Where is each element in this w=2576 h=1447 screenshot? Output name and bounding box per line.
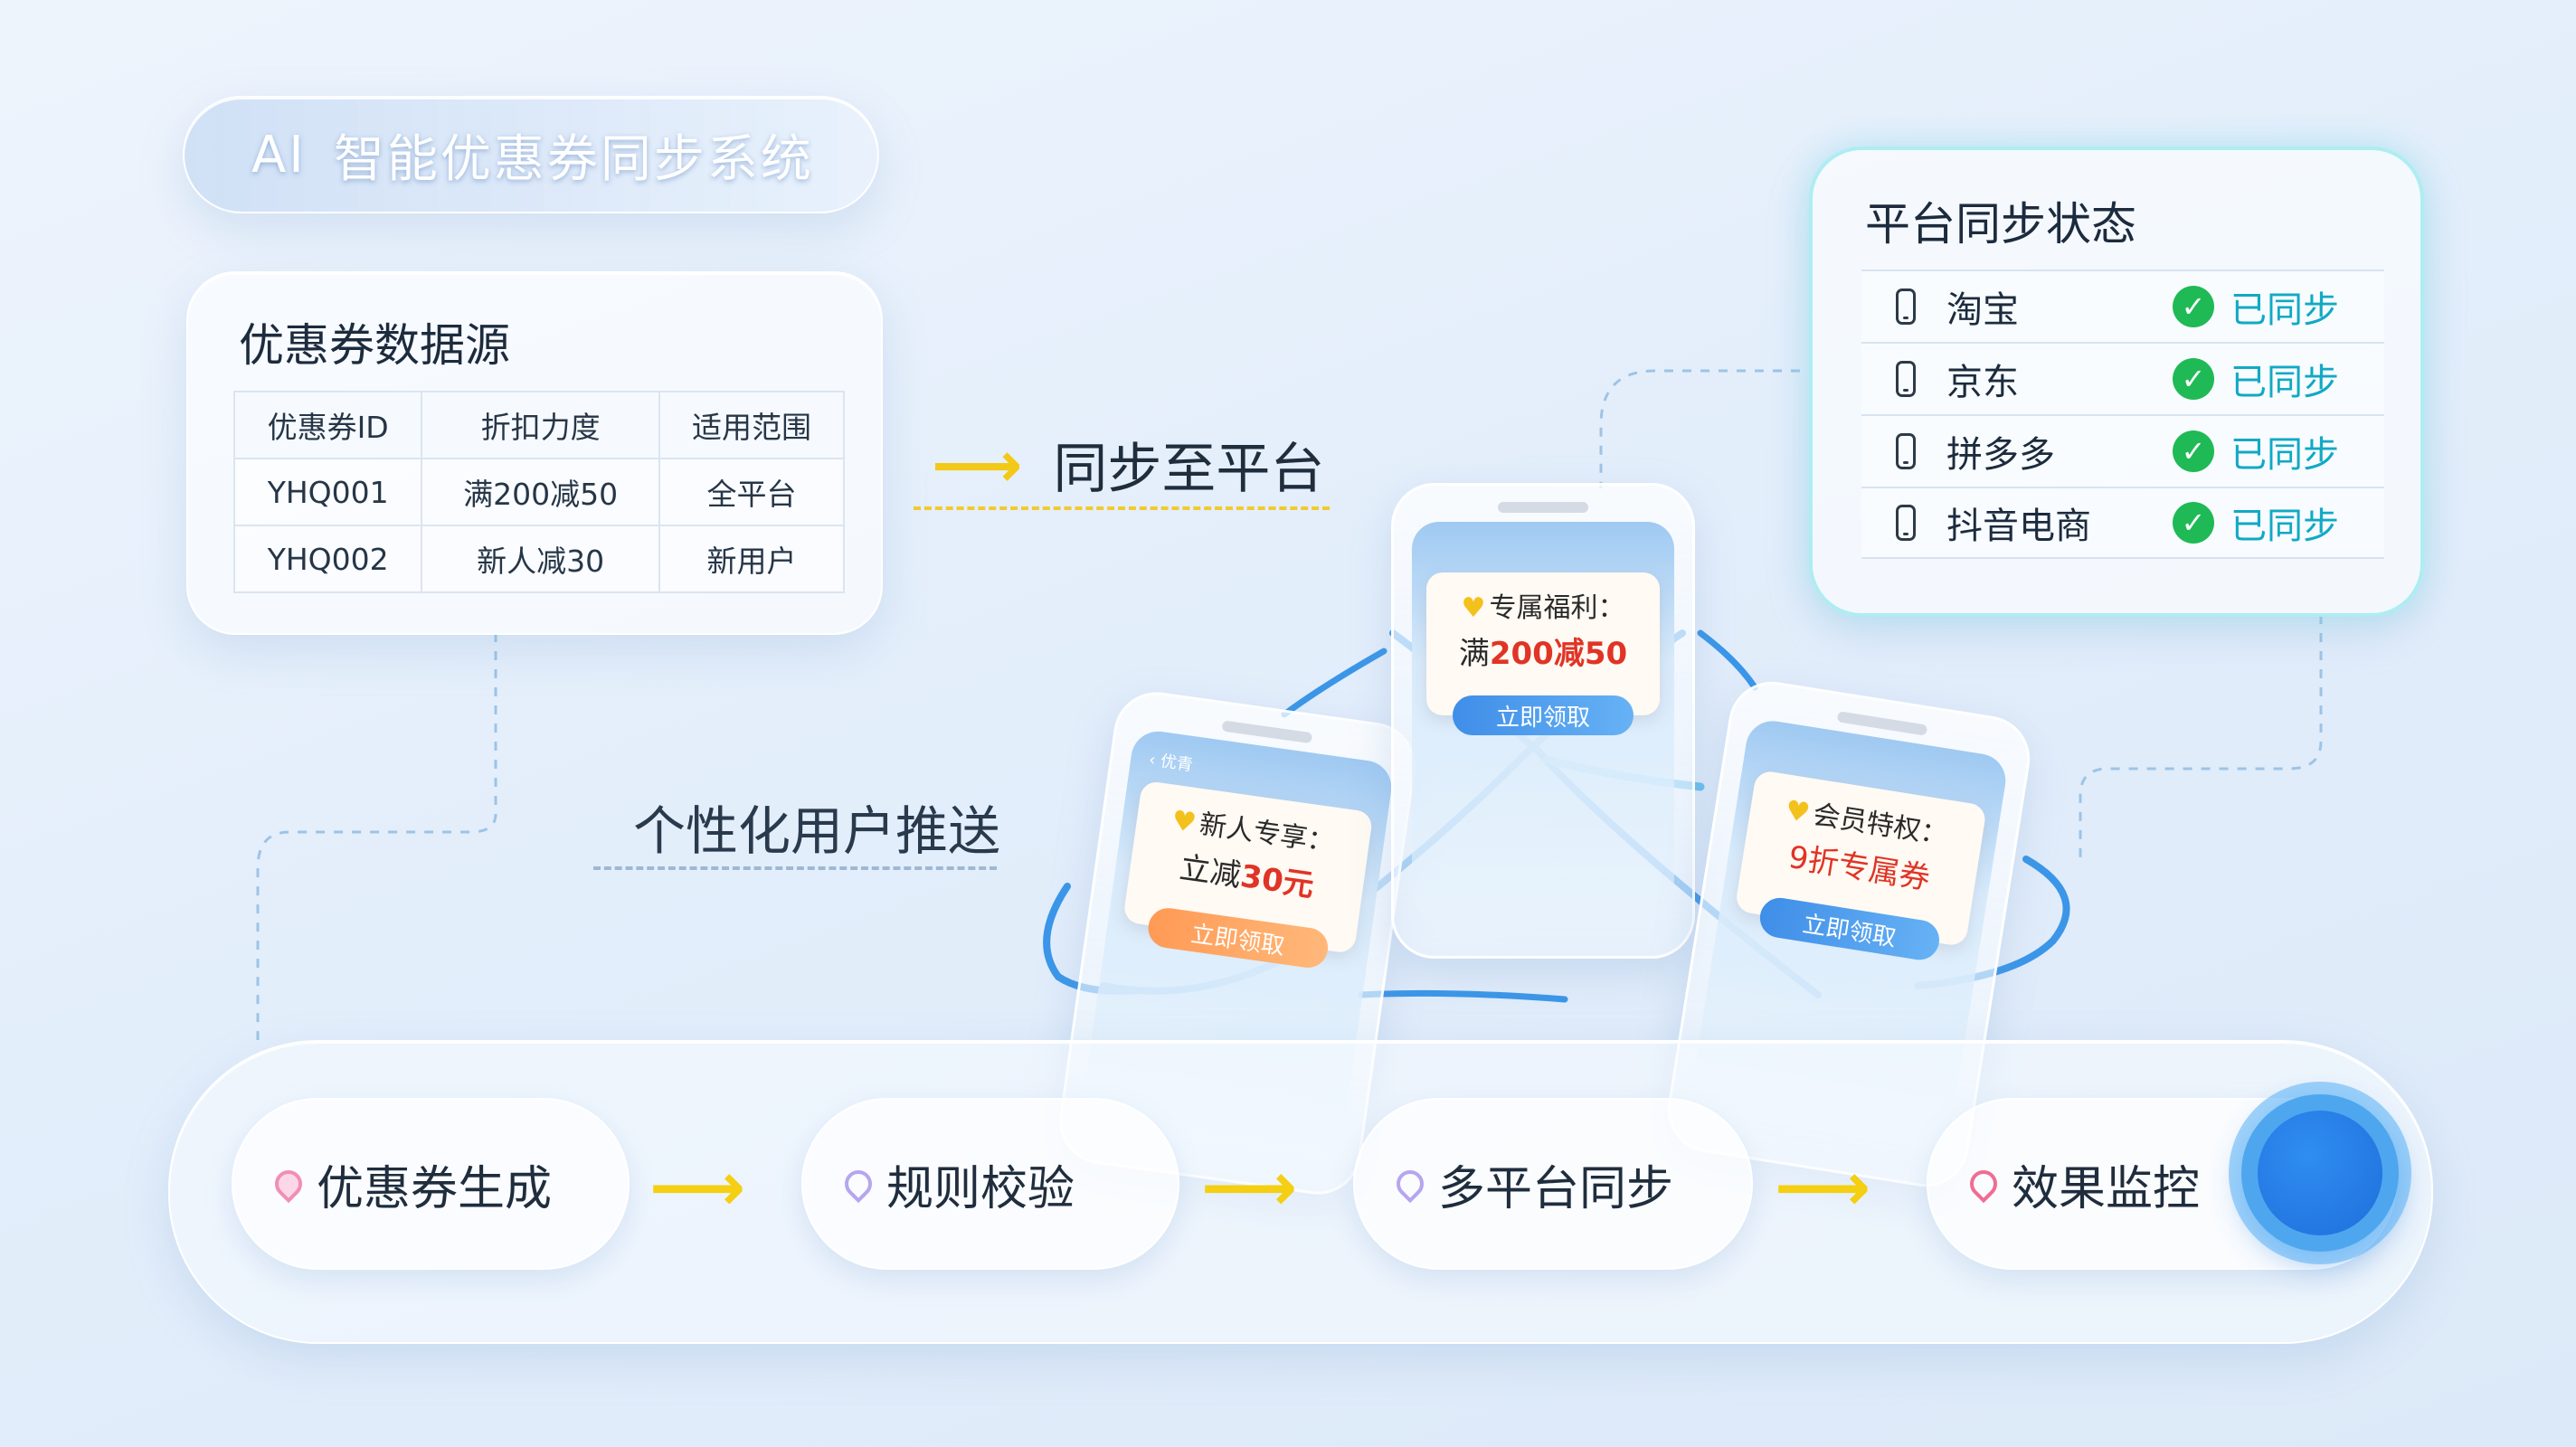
coupon-amount: 30元 [1237, 857, 1317, 904]
table-cell: 新人减30 [421, 525, 660, 593]
step-label: 优惠券生成 [317, 1161, 553, 1216]
step-label: 效果监控 [2012, 1161, 2201, 1216]
table-cell: YHQ001 [232, 458, 423, 526]
coupon-title: 专属福利： [1489, 592, 1625, 624]
sync-label-text: 同步至平台 [1053, 438, 1325, 501]
location-pin-icon [1964, 1164, 2003, 1204]
column-header: 优惠券ID [232, 391, 423, 459]
screen-status-text: ‹ 优青 [1148, 747, 1195, 777]
phone-notch [1221, 720, 1313, 744]
status-title: 平台同步状态 [1865, 198, 2136, 251]
sync-underline [914, 506, 1330, 510]
check-circle-icon: ✓ [2173, 358, 2214, 400]
coupon-amount: 200减50 [1489, 636, 1628, 672]
coupon-value-prefix: 满 [1458, 636, 1490, 672]
mobile-icon [1896, 505, 1916, 541]
platform-name: 京东 [1946, 362, 2019, 403]
data-source-title: 优惠券数据源 [239, 319, 510, 372]
heart-icon: ♥ [1170, 804, 1198, 840]
coupon-value-prefix: 立减 [1177, 849, 1244, 894]
sync-status: 已同步 [2230, 506, 2339, 547]
step-label: 规则校验 [886, 1161, 1075, 1216]
claim-button[interactable]: 立即领取 [1453, 695, 1634, 735]
arrow-right-icon: ⟶ [649, 1149, 746, 1226]
screen-status-label: 优青 [1159, 752, 1195, 776]
platform-row-douyin[interactable]: 抖音电商 ✓ 已同步 [1861, 487, 2384, 559]
step-coupon-generation[interactable]: 优惠券生成 [232, 1098, 630, 1270]
ai-prefix: AI [251, 125, 307, 184]
arrow-right-icon: ⟶ [1201, 1149, 1298, 1226]
step-rule-validation[interactable]: 规则校验 [801, 1098, 1179, 1270]
step-label: 多平台同步 [1438, 1161, 1674, 1216]
step-multi-platform-sync[interactable]: 多平台同步 [1353, 1098, 1753, 1270]
monitor-action-button[interactable] [2241, 1094, 2399, 1252]
check-circle-icon: ✓ [2173, 430, 2214, 472]
table-row[interactable]: YHQ001 满200减50 全平台 [232, 458, 846, 526]
table-cell: 新用户 [658, 525, 846, 593]
platform-sync-status-card: 平台同步状态 淘宝 ✓ 已同步 京东 ✓ 已同步 拼多多 ✓ 已同步 抖音电商 … [1809, 147, 2424, 617]
sync-to-platform-label: ⟶ 同步至平台 [932, 425, 1324, 504]
app-title: AI 智能优惠券同步系统 [183, 96, 879, 213]
location-pin-icon [269, 1164, 308, 1204]
platform-row-pinduoduo[interactable]: 拼多多 ✓ 已同步 [1861, 414, 2384, 487]
column-header: 适用范围 [658, 391, 846, 459]
mobile-icon [1896, 288, 1916, 325]
platform-row-jd[interactable]: 京东 ✓ 已同步 [1861, 342, 2384, 414]
phone-notch [1836, 711, 1928, 736]
personalized-push-label: 个性化用户推送 [633, 800, 1001, 862]
coupon-card: ♥新人专享： 立减30元 立即领取 [1122, 780, 1374, 970]
platform-row-taobao[interactable]: 淘宝 ✓ 已同步 [1861, 270, 2384, 342]
mobile-icon [1896, 361, 1916, 397]
table-header-row: 优惠券ID 折扣力度 适用范围 [232, 391, 846, 459]
phone-exclusive: ♥专属福利： 满200减50 立即领取 [1391, 483, 1695, 959]
check-circle-icon: ✓ [2173, 502, 2214, 544]
coupon-card: ♥会员特权： 9折专属券 立即领取 [1734, 769, 1988, 963]
platform-name: 抖音电商 [1946, 506, 2091, 547]
claim-button[interactable]: 立即领取 [1757, 894, 1943, 963]
sync-status: 已同步 [2230, 434, 2339, 476]
app-title-text: 智能优惠券同步系统 [333, 129, 814, 189]
table-cell: YHQ002 [232, 525, 423, 593]
claim-button[interactable]: 立即领取 [1145, 905, 1331, 970]
sync-status: 已同步 [2230, 289, 2339, 331]
arrow-right-icon: ⟶ [932, 427, 1023, 502]
check-circle-icon: ✓ [2173, 286, 2214, 327]
heart-icon: ♥ [1461, 592, 1486, 624]
location-pin-icon [838, 1164, 878, 1204]
heart-icon: ♥ [1783, 794, 1813, 830]
table-cell: 全平台 [658, 458, 846, 526]
phone-notch [1498, 502, 1588, 513]
platform-name: 淘宝 [1946, 289, 2019, 331]
coupon-card: ♥专属福利： 满200减50 立即领取 [1426, 572, 1660, 735]
location-pin-icon [1390, 1164, 1430, 1204]
sync-status: 已同步 [2230, 362, 2339, 403]
mobile-icon [1896, 433, 1916, 469]
coupon-table: 优惠券ID 折扣力度 适用范围 YHQ001 满200减50 全平台 YHQ00… [232, 391, 846, 593]
column-header: 折扣力度 [421, 391, 660, 459]
platform-list: 淘宝 ✓ 已同步 京东 ✓ 已同步 拼多多 ✓ 已同步 抖音电商 ✓ 已同步 [1861, 270, 2384, 559]
coupon-data-source-card: 优惠券数据源 优惠券ID 折扣力度 适用范围 YHQ001 满200减50 全平… [186, 271, 883, 635]
arrow-right-icon: ⟶ [1775, 1149, 1871, 1226]
back-arrow-icon[interactable]: ‹ [1147, 750, 1157, 771]
table-row[interactable]: YHQ002 新人减30 新用户 [232, 525, 846, 593]
platform-name: 拼多多 [1946, 434, 2055, 476]
table-cell: 满200减50 [421, 458, 660, 526]
phone-screen: ♥专属福利： 满200减50 立即领取 [1412, 522, 1674, 920]
push-underline [593, 866, 997, 870]
